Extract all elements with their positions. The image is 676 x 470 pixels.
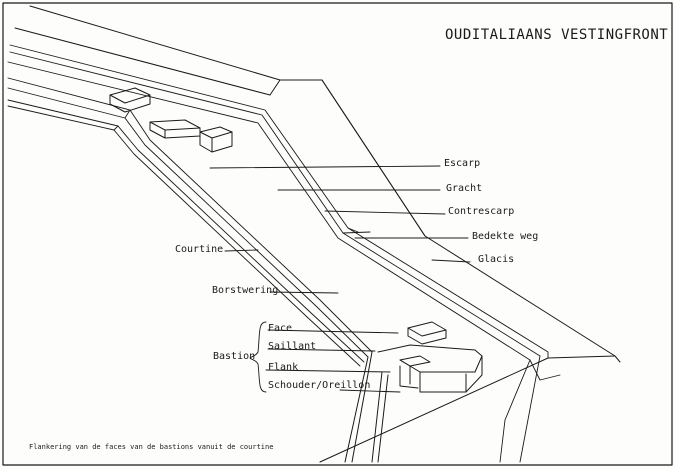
leader-lines [209,165,471,393]
label-courtine: Courtine [175,244,224,255]
bastion-brace [249,321,267,393]
leader-face [267,329,399,334]
leader-schouder [339,389,401,393]
label-bedekte-weg: Bedekte weg [472,231,539,242]
label-escarp: Escarp [444,158,481,169]
leader-contrescarp [324,210,446,215]
courtine-walls [7,77,373,367]
leader-escarp [209,165,441,169]
leader-flank [265,369,391,373]
diagram-title: OUDITALIAANS VESTINGFRONT [445,27,669,43]
glacis-outline [14,5,621,463]
leader-glacis [431,259,471,263]
label-face: Face [268,323,293,334]
upper-bastion [109,87,233,153]
label-borstwering: Borstwering [212,285,279,296]
label-gracht: Gracht [446,183,483,194]
caption: Flankering van de faces van de bastions … [29,443,274,451]
leader-borstwering [269,291,339,294]
contrescarp-lines [7,44,561,463]
leader-saillant [267,348,376,352]
label-contrescarp: Contrescarp [448,206,515,217]
label-bastion: Bastion [213,351,256,362]
label-glacis: Glacis [478,254,515,265]
label-schouder-oreillon: Schouder/Oreillon [268,380,371,391]
frame-border [2,2,673,466]
leader-courtine [224,249,259,252]
label-saillant: Saillant [268,341,317,352]
label-flank: Flank [268,362,299,373]
lower-bastion [344,321,483,463]
